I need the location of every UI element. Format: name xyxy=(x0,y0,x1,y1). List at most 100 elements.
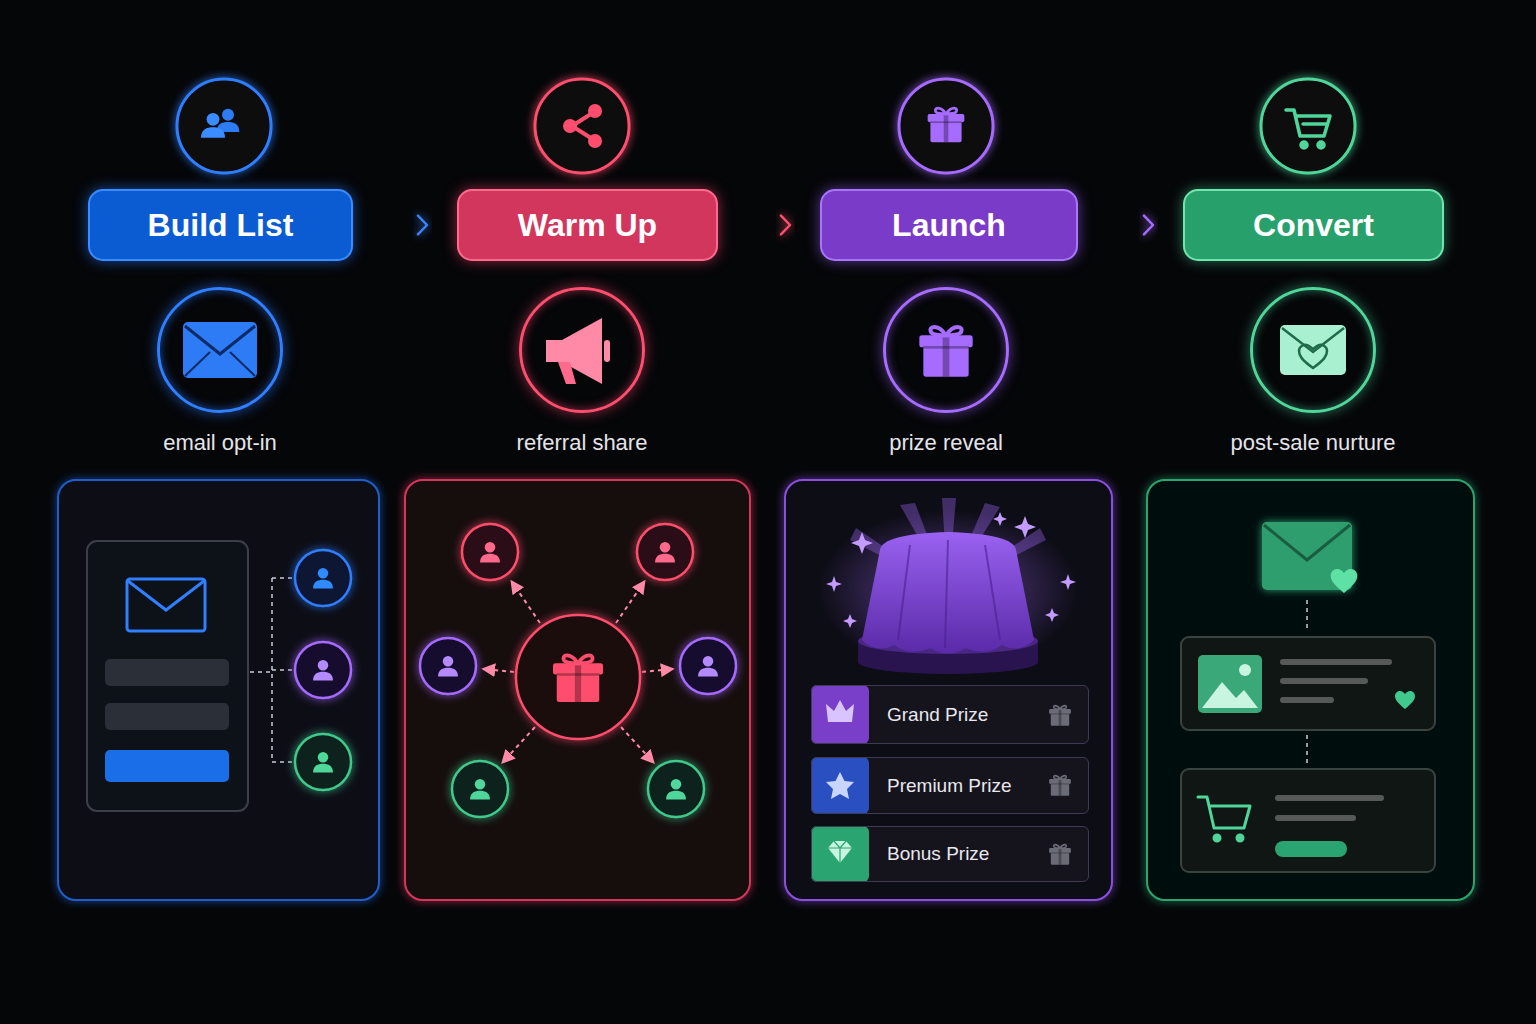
nurture-sequence-part xyxy=(1239,664,1251,676)
prize-pedestal-part-part xyxy=(826,576,842,592)
referral-network-part xyxy=(480,542,500,562)
prize-rows-part xyxy=(811,685,869,744)
channel-icons-part xyxy=(183,322,257,378)
referral-network-part xyxy=(484,582,672,762)
prize-rows-part xyxy=(826,772,854,799)
stage-label: Warm Up xyxy=(518,207,657,244)
prize-pedestal-part-part xyxy=(851,532,873,554)
stage-icons-part-part xyxy=(1303,122,1326,126)
referral-network-part-part xyxy=(642,669,672,672)
channel-circle: post-sale nurture xyxy=(1250,287,1376,413)
nurture-sequence-part xyxy=(1280,678,1368,684)
prize-pedestal-part xyxy=(898,540,1000,648)
nurture-sequence-part xyxy=(1280,659,1392,665)
prize-pedestal-part-part xyxy=(1014,516,1036,538)
stage-icons-part xyxy=(201,113,225,138)
referral-network-part-part xyxy=(621,727,653,762)
timeline-part xyxy=(899,79,993,173)
referral-network xyxy=(420,524,736,817)
signup-form-part xyxy=(105,703,229,730)
channel-icons xyxy=(183,318,1346,384)
prize-rows-part xyxy=(828,841,852,863)
referral-network-part-part xyxy=(512,582,540,623)
stage-arrow xyxy=(383,216,427,235)
referral-network-part xyxy=(655,542,675,562)
nurture-sequence-part xyxy=(1275,841,1347,857)
prize-pedestal-part xyxy=(862,532,1034,654)
stage-label: Launch xyxy=(892,207,1006,244)
prize-row: Grand Prize xyxy=(811,685,1089,744)
channel-icons-part xyxy=(185,326,255,354)
nurture-sequence xyxy=(1181,522,1435,872)
referral-network-part xyxy=(553,655,603,702)
nurture-sequence-part xyxy=(1181,769,1435,872)
signup-form-part-part xyxy=(272,577,294,579)
prize-rows-part xyxy=(828,841,852,863)
signup-form-part xyxy=(105,750,229,782)
channel-icons-part xyxy=(1280,325,1346,375)
nurture-sequence-part xyxy=(1306,600,1308,632)
timeline-part xyxy=(535,79,629,173)
stage-icons-part-part xyxy=(1286,110,1330,136)
nurture-sequence-part-part xyxy=(1237,835,1243,841)
channel-icons-part xyxy=(558,362,576,384)
signup-form xyxy=(87,541,351,811)
channel-caption: referral share xyxy=(517,430,648,456)
channel-icons-part xyxy=(604,340,610,362)
prize-pedestal-part xyxy=(826,512,1076,628)
prize-rows-part xyxy=(1049,706,1071,726)
prize-rows-part xyxy=(1049,776,1071,796)
signup-form-part xyxy=(295,734,351,790)
channel-caption: post-sale nurture xyxy=(1230,430,1395,456)
prize-rows-part xyxy=(1049,845,1071,865)
channel-circle: prize reveal xyxy=(883,287,1009,413)
stage-label: Build List xyxy=(148,207,294,244)
signup-form-part xyxy=(128,581,204,610)
referral-network-part xyxy=(462,524,518,580)
prize-rows-part xyxy=(811,826,869,882)
stage-arrow xyxy=(1108,216,1153,235)
signup-form-part xyxy=(295,642,351,698)
stage-pill: Build List xyxy=(88,189,353,261)
arrow-head xyxy=(418,216,427,235)
stage-icons-part-part xyxy=(563,119,577,133)
referral-network-part xyxy=(648,761,704,817)
arrow-head xyxy=(1144,216,1153,235)
signup-form-part xyxy=(313,568,333,588)
prize-rows-part xyxy=(811,757,1089,814)
signup-form-part xyxy=(313,660,333,680)
stage-icons-part-part xyxy=(1301,142,1307,148)
arrow-head xyxy=(781,216,790,235)
channel-circle: referral share xyxy=(519,287,645,413)
channel-icons-part xyxy=(185,352,255,376)
signup-form-part xyxy=(250,578,294,762)
signup-form-part xyxy=(105,659,229,686)
stage-icons-part xyxy=(928,108,965,142)
stage-arrow xyxy=(748,216,790,235)
referral-network-part xyxy=(516,615,640,739)
prize-label: Bonus Prize xyxy=(887,843,989,865)
prize-pedestal-part-part xyxy=(843,614,857,628)
panels-part xyxy=(58,480,379,900)
signup-form-part-part xyxy=(272,669,294,671)
referral-network-part xyxy=(470,779,490,799)
nurture-sequence-part xyxy=(1275,795,1384,801)
nurture-sequence-part-part xyxy=(1214,835,1220,841)
nurture-sequence-part xyxy=(1198,655,1262,713)
prize-rows xyxy=(811,685,1089,882)
signup-form-part xyxy=(127,579,205,631)
prize-rows-part xyxy=(811,826,1089,882)
stage-icons-part xyxy=(563,104,602,148)
nurture-sequence-part-part xyxy=(1198,797,1250,828)
referral-network-part xyxy=(420,638,476,694)
prize-rows-part xyxy=(826,700,854,722)
prize-row: Premium Prize xyxy=(811,757,1089,814)
stage-icons-part-part xyxy=(588,134,602,148)
prize-rows-part xyxy=(811,757,869,814)
stage-pill: Convert xyxy=(1183,189,1444,261)
arrow-shaft xyxy=(1108,224,1153,227)
prize-pedestal-part-part xyxy=(1045,608,1059,622)
nurture-sequence-part xyxy=(1264,525,1350,560)
